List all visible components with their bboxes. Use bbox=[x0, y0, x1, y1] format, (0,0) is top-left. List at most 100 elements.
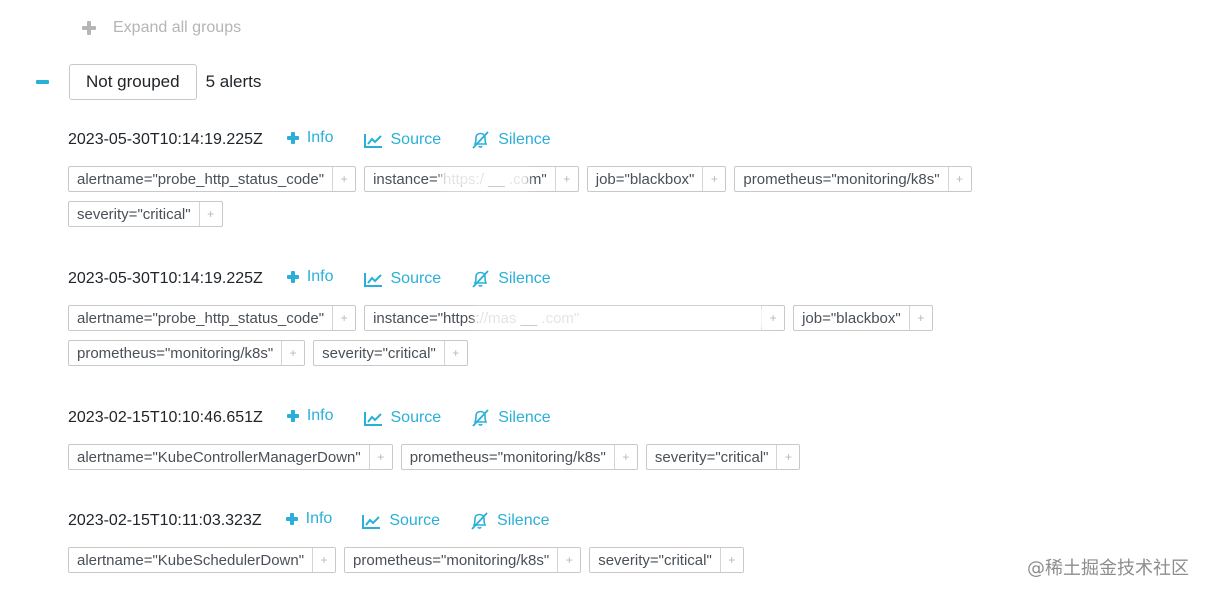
alert-item: 2023-05-30T10:14:19.225Z Info Source Sil… bbox=[68, 267, 1028, 375]
bell-slash-icon bbox=[471, 512, 488, 530]
info-label: Info bbox=[306, 129, 334, 146]
label-list: alertname="KubeSchedulerDown" + prometheu… bbox=[68, 547, 1028, 582]
add-filter-button[interactable]: + bbox=[719, 548, 743, 572]
bell-slash-icon bbox=[472, 409, 489, 427]
info-label: Info bbox=[305, 510, 333, 527]
info-button[interactable]: Info bbox=[286, 129, 334, 147]
alert-item: 2023-02-15T10:11:03.323Z Info Source Sil… bbox=[68, 509, 1028, 582]
label-filter[interactable]: instance="https://mas __ .com" bbox=[365, 306, 761, 330]
add-filter-button[interactable]: + bbox=[281, 341, 304, 365]
label-filter[interactable]: alertname="KubeControllerManagerDown" bbox=[77, 448, 361, 466]
group-label-button[interactable]: Not grouped bbox=[69, 64, 197, 100]
label-filter[interactable]: alertname="KubeSchedulerDown" bbox=[77, 551, 305, 569]
alert-timestamp: 2023-05-30T10:14:19.225Z bbox=[68, 131, 263, 148]
alert-timestamp: 2023-02-15T10:10:46.651Z bbox=[68, 409, 263, 426]
label-pill: prometheus="monitoring/k8s" + bbox=[734, 166, 972, 192]
silence-label: Silence bbox=[498, 131, 551, 148]
plus-icon bbox=[82, 21, 96, 35]
source-label: Source bbox=[390, 270, 442, 287]
alert-timestamp: 2023-02-15T10:11:03.323Z bbox=[68, 512, 262, 529]
label-pill: severity="critical" + bbox=[68, 201, 223, 227]
silence-label: Silence bbox=[497, 512, 550, 529]
collapse-group-icon[interactable] bbox=[36, 80, 49, 84]
label-list: alertname="probe_http_status_code" + inst… bbox=[68, 305, 1028, 375]
add-filter-button[interactable]: + bbox=[776, 445, 799, 469]
label-pill: alertname="KubeSchedulerDown" + bbox=[68, 547, 337, 573]
add-filter-button[interactable]: + bbox=[702, 167, 725, 191]
source-button[interactable]: Source bbox=[363, 131, 442, 149]
source-label: Source bbox=[390, 131, 442, 148]
silence-button[interactable]: Silence bbox=[471, 409, 551, 427]
silence-label: Silence bbox=[498, 409, 551, 426]
source-button[interactable]: Source bbox=[362, 512, 440, 530]
silence-label: Silence bbox=[498, 270, 551, 287]
label-filter[interactable]: prometheus="monitoring/k8s" bbox=[77, 344, 274, 362]
label-pill: prometheus="monitoring/k8s" + bbox=[68, 340, 306, 366]
label-pill: prometheus="monitoring/k8s" + bbox=[344, 547, 582, 573]
add-filter-button[interactable]: + bbox=[554, 167, 578, 191]
add-filter-button[interactable]: + bbox=[198, 202, 222, 226]
label-filter[interactable]: severity="critical" bbox=[77, 205, 191, 223]
add-filter-button[interactable]: + bbox=[908, 306, 932, 330]
label-pill: severity="critical" + bbox=[313, 340, 468, 366]
silence-button[interactable]: Silence bbox=[471, 131, 551, 149]
add-filter-button[interactable]: + bbox=[332, 167, 355, 191]
source-label: Source bbox=[389, 512, 441, 529]
add-filter-button[interactable]: + bbox=[312, 548, 335, 572]
silence-button[interactable]: Silence bbox=[471, 270, 551, 288]
info-label: Info bbox=[306, 268, 334, 285]
watermark: @稀土掘金技术社区 bbox=[1027, 558, 1189, 579]
expand-all-label: Expand all groups bbox=[113, 19, 242, 36]
label-filter[interactable]: severity="critical" bbox=[322, 344, 436, 362]
alert-timestamp: 2023-05-30T10:14:19.225Z bbox=[68, 270, 263, 287]
label-filter[interactable]: job="blackbox" bbox=[595, 170, 695, 188]
label-filter[interactable]: severity="critical" bbox=[654, 448, 769, 466]
plus-icon bbox=[285, 513, 298, 525]
expand-all-groups-button[interactable]: Expand all groups bbox=[82, 16, 241, 40]
add-filter-button[interactable]: + bbox=[557, 548, 580, 572]
info-label: Info bbox=[306, 407, 334, 424]
label-pill: severity="critical" + bbox=[589, 547, 744, 573]
label-filter[interactable]: prometheus="monitoring/k8s" bbox=[409, 448, 606, 466]
label-filter[interactable]: alertname="probe_http_status_code" bbox=[77, 170, 325, 188]
label-pill: instance="https:/ __ .com"+ bbox=[364, 166, 579, 192]
bell-slash-icon bbox=[472, 270, 489, 288]
label-pill: alertname="probe_http_status_code" + bbox=[68, 166, 357, 192]
label-pill: instance="https://mas __ .com"+ bbox=[364, 305, 786, 331]
label-pill: job="blackbox" + bbox=[793, 305, 933, 331]
chart-line-icon bbox=[363, 133, 382, 148]
chart-line-icon bbox=[363, 272, 382, 287]
add-filter-button[interactable]: + bbox=[368, 445, 392, 469]
add-filter-button[interactable]: + bbox=[332, 306, 355, 330]
source-label: Source bbox=[390, 409, 442, 426]
label-filter[interactable]: prometheus="monitoring/k8s" bbox=[353, 551, 550, 569]
label-filter[interactable]: alertname="probe_http_status_code" bbox=[77, 309, 325, 327]
plus-icon bbox=[286, 271, 299, 283]
label-list: alertname="probe_http_status_code" + inst… bbox=[68, 166, 1028, 236]
label-pill: prometheus="monitoring/k8s" + bbox=[400, 444, 638, 470]
label-filter[interactable]: severity="critical" bbox=[598, 551, 712, 569]
plus-icon bbox=[286, 410, 299, 422]
label-filter[interactable]: job="blackbox" bbox=[802, 309, 901, 327]
source-button[interactable]: Source bbox=[363, 409, 442, 427]
chart-line-icon bbox=[363, 411, 382, 426]
label-pill: alertname="KubeControllerManagerDown" + bbox=[68, 444, 393, 470]
label-pill: alertname="probe_http_status_code" + bbox=[68, 305, 357, 331]
silence-button[interactable]: Silence bbox=[470, 512, 550, 530]
alert-item: 2023-02-15T10:10:46.651Z Info Source Sil… bbox=[68, 406, 1028, 479]
plus-icon bbox=[286, 132, 299, 144]
label-filter[interactable]: prometheus="monitoring/k8s" bbox=[743, 170, 940, 188]
add-filter-button[interactable]: + bbox=[443, 341, 467, 365]
label-filter[interactable]: instance="https:/ __ .com" bbox=[365, 167, 555, 191]
chart-line-icon bbox=[362, 514, 381, 529]
group-alert-count: 5 alerts bbox=[205, 72, 262, 91]
add-filter-button[interactable]: + bbox=[947, 167, 971, 191]
label-pill: severity="critical" + bbox=[645, 444, 801, 470]
info-button[interactable]: Info bbox=[285, 510, 333, 528]
label-pill: job="blackbox" + bbox=[586, 166, 727, 192]
info-button[interactable]: Info bbox=[286, 407, 334, 425]
source-button[interactable]: Source bbox=[363, 270, 442, 288]
add-filter-button[interactable]: + bbox=[613, 445, 637, 469]
info-button[interactable]: Info bbox=[286, 268, 334, 286]
group-header: Not grouped 5 alerts bbox=[36, 63, 261, 101]
